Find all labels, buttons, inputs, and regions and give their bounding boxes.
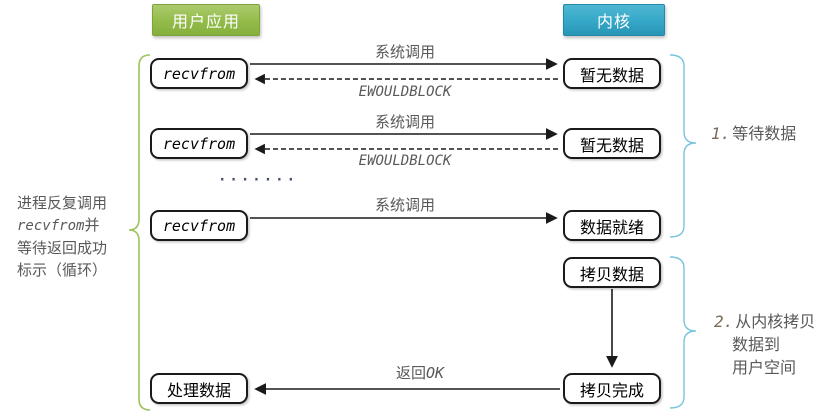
syscall-label-2: 系统调用 (374, 113, 435, 131)
copy-done-box: 拷贝完成 (563, 373, 661, 404)
loop-note-line3: 等待返回成功 (17, 239, 108, 257)
ewouldblock-label-2: EWOULDBLOCK (358, 153, 452, 169)
wait-data-brace (669, 54, 697, 238)
copy-note-line2: 数据到 (732, 335, 781, 354)
no-data-box-1: 暂无数据 (563, 58, 661, 89)
ewouldblock-label-1: EWOULDBLOCK (358, 84, 452, 100)
loop-note-line2-suffix: 并 (84, 216, 100, 234)
loop-note-recvfrom: recvfrom (17, 218, 85, 234)
left-loop-brace (128, 54, 151, 411)
syscall-label-3: 系统调用 (374, 196, 435, 214)
return-ok-prefix: 返回 (395, 364, 426, 382)
loop-note-line4: 标示（循环） (17, 261, 108, 279)
return-ok-code: OK (425, 364, 445, 382)
no-data-box-2: 暂无数据 (563, 128, 661, 159)
wait-data-note: 1.等待数据 (711, 122, 796, 145)
process-data-box: 处理数据 (150, 373, 248, 404)
copy-note-line1-text: 从内核拷贝 (735, 312, 816, 331)
copy-data-brace (669, 256, 697, 409)
recvfrom-box-1: recvfrom (150, 58, 248, 89)
syscall-label-1: 系统调用 (374, 43, 435, 61)
copy-data-box: 拷贝数据 (563, 257, 661, 288)
data-ready-box: 数据就绪 (563, 210, 661, 241)
loop-note: 进程反复调用 recvfrom并 等待返回成功 标示（循环） (17, 192, 107, 281)
recvfrom-box-3: recvfrom (150, 210, 248, 241)
wait-data-note-text: 等待数据 (732, 124, 797, 143)
loop-note-line2: recvfrom并 (17, 214, 107, 237)
copy-note-line3: 用户空间 (732, 358, 797, 377)
repeat-ellipsis: ······· (218, 172, 299, 188)
copy-note: 2.从内核拷贝 数据到 用户空间 (714, 310, 815, 379)
copy-note-line1: 2.从内核拷贝 (714, 310, 815, 333)
copy-note-number: 2. (714, 312, 734, 331)
recvfrom-box-2: recvfrom (150, 128, 248, 159)
wait-data-note-number: 1. (711, 124, 731, 143)
loop-note-line1: 进程反复调用 (17, 194, 108, 212)
return-ok-label: 返回OK (355, 362, 485, 383)
kernel-header: 内核 (563, 4, 665, 36)
user-app-header: 用户应用 (152, 4, 260, 36)
